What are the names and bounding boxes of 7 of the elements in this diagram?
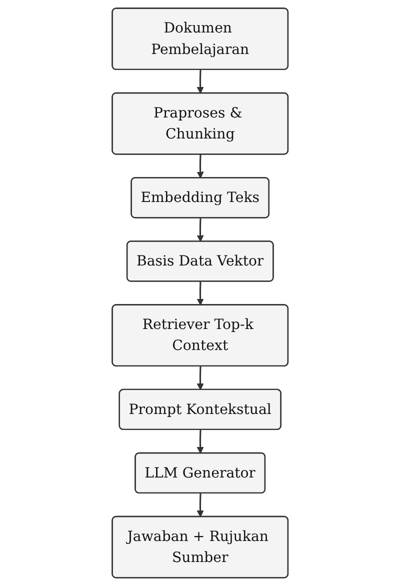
- arrow: [196, 493, 204, 518]
- arrow: [196, 218, 204, 242]
- arrow: [196, 154, 204, 178]
- arrow: [196, 430, 204, 454]
- arrow: [196, 366, 204, 390]
- arrow: [196, 282, 204, 306]
- arrow: [196, 70, 204, 94]
